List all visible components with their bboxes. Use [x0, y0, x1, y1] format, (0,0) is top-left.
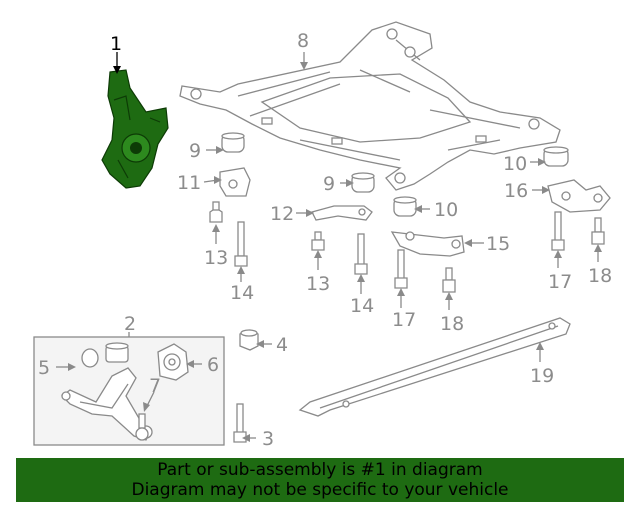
callout-9-lower[interactable]: 9: [323, 173, 335, 195]
callout-10-right[interactable]: 10: [503, 153, 527, 175]
part-9-bushing-upper[interactable]: [221, 132, 245, 153]
callout-13-left[interactable]: 13: [204, 247, 228, 269]
part-18-nut-center[interactable]: [442, 267, 456, 293]
callout-11[interactable]: 11: [177, 172, 201, 194]
callout-18-right[interactable]: 18: [588, 265, 612, 287]
part-6-bushing[interactable]: [157, 343, 189, 381]
part-12-bracket[interactable]: [311, 205, 373, 221]
callout-19[interactable]: 19: [530, 365, 554, 387]
callout-5[interactable]: 5: [38, 357, 50, 379]
part-7-ball-joint[interactable]: [135, 413, 149, 441]
callout-9-upper[interactable]: 9: [189, 140, 201, 162]
part-14-bolt-left[interactable]: [234, 221, 248, 267]
part-10-bushing-right[interactable]: [543, 146, 569, 167]
callout-1[interactable]: 1: [110, 33, 122, 55]
part-4-nut[interactable]: [239, 329, 259, 351]
callout-13-center[interactable]: 13: [306, 273, 330, 295]
part-1-steering-knuckle[interactable]: [101, 69, 169, 189]
callout-6[interactable]: 6: [207, 354, 219, 376]
callout-14-center[interactable]: 14: [350, 295, 374, 317]
part-10-bushing-center[interactable]: [393, 196, 417, 217]
callout-14-left[interactable]: 14: [230, 282, 254, 304]
callout-15[interactable]: 15: [486, 233, 510, 255]
callout-2[interactable]: 2: [124, 313, 136, 335]
part-17-bolt-right[interactable]: [551, 211, 565, 251]
parts-diagram: 1 2 3 4 5 6 7 8 9 9 10 10 11 12 13 13 14…: [33, 21, 612, 450]
part-9-bushing-lower[interactable]: [351, 172, 375, 193]
callout-17-center[interactable]: 17: [392, 309, 416, 331]
callout-18-center[interactable]: 18: [440, 313, 464, 335]
banner-line-1: Part or sub-assembly is #1 in diagram: [157, 460, 483, 480]
part-3-bolt[interactable]: [233, 403, 247, 443]
callout-7[interactable]: 7: [149, 375, 161, 397]
part-19-brace[interactable]: [298, 317, 571, 417]
part-14-bolt-center[interactable]: [354, 233, 368, 275]
callout-10-center[interactable]: 10: [434, 199, 458, 221]
leader-lines: [56, 52, 602, 442]
callout-16[interactable]: 16: [504, 180, 528, 202]
banner-line-2: Diagram may not be specific to your vehi…: [131, 480, 509, 500]
part-5-bushing[interactable]: [81, 342, 129, 368]
part-11-bracket[interactable]: [219, 167, 251, 197]
part-13-bolt-center[interactable]: [311, 231, 325, 251]
part-16-bracket[interactable]: [547, 179, 611, 213]
callout-4[interactable]: 4: [276, 334, 288, 356]
part-17-bolt-center[interactable]: [394, 249, 408, 289]
part-8-subframe[interactable]: [179, 21, 561, 191]
callout-labels: 1 2 3 4 5 6 7 8 9 9 10 10 11 12 13 13 14…: [38, 30, 612, 450]
part-18-nut-right[interactable]: [591, 217, 605, 245]
part-15-plate[interactable]: [390, 231, 465, 257]
part-2-control-arm-group[interactable]: [33, 336, 225, 446]
callout-3[interactable]: 3: [262, 428, 274, 450]
callout-12[interactable]: 12: [270, 203, 294, 225]
part-13-bolt-left[interactable]: [209, 201, 223, 223]
callout-17-right[interactable]: 17: [548, 271, 572, 293]
callout-8[interactable]: 8: [297, 30, 309, 52]
footer-banner: Part or sub-assembly is #1 in diagram Di…: [16, 458, 624, 502]
